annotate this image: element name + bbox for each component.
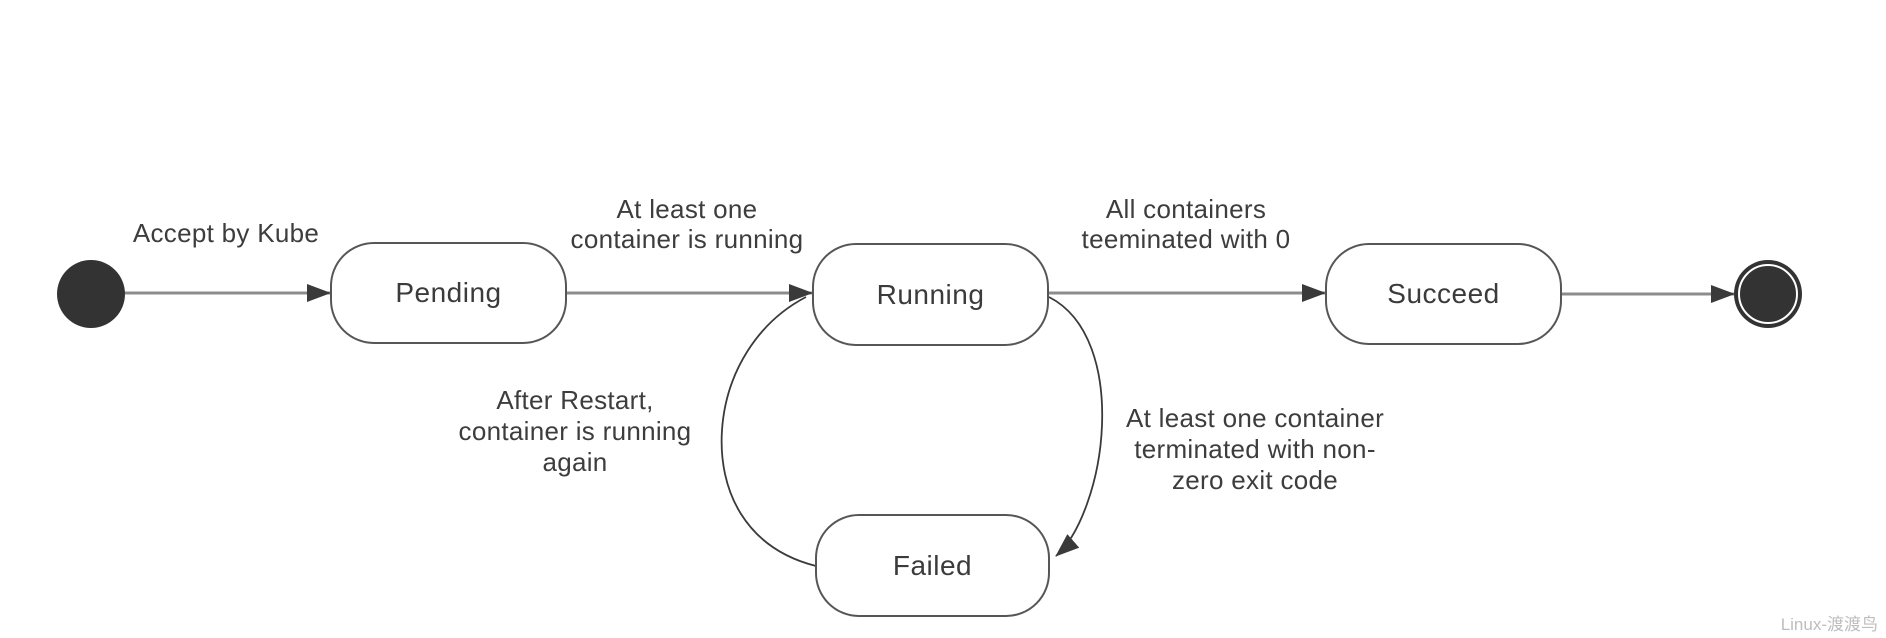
transition-label-accept-by-kube: Accept by Kube	[132, 218, 320, 248]
state-node-running: Running	[812, 243, 1049, 346]
state-node-failed: Failed	[815, 514, 1050, 617]
watermark-text: Linux-渡渡鸟	[1780, 615, 1878, 634]
transition-curve-failed-to-running	[720, 296, 817, 567]
transition-label-all-containers-terminated-zero: All containers teeminated with 0	[1081, 194, 1291, 254]
transition-label-after-restart: After Restart, container is running agai…	[458, 385, 692, 477]
transition-curve-running-to-failed	[1048, 296, 1104, 557]
final-state-node	[1734, 260, 1802, 328]
transition-label-terminated-nonzero: At least one container terminated with n…	[1125, 403, 1385, 495]
state-node-succeed: Succeed	[1325, 243, 1562, 345]
state-node-pending: Pending	[330, 242, 567, 344]
transition-label-at-least-one-container-running: At least one container is running	[570, 194, 804, 254]
state-label-running: Running	[876, 278, 985, 310]
initial-state-node	[57, 260, 125, 328]
state-label-pending: Pending	[395, 277, 502, 308]
state-label-succeed: Succeed	[1387, 278, 1500, 309]
state-label-failed: Failed	[892, 549, 973, 581]
final-state-ring	[1738, 264, 1798, 324]
